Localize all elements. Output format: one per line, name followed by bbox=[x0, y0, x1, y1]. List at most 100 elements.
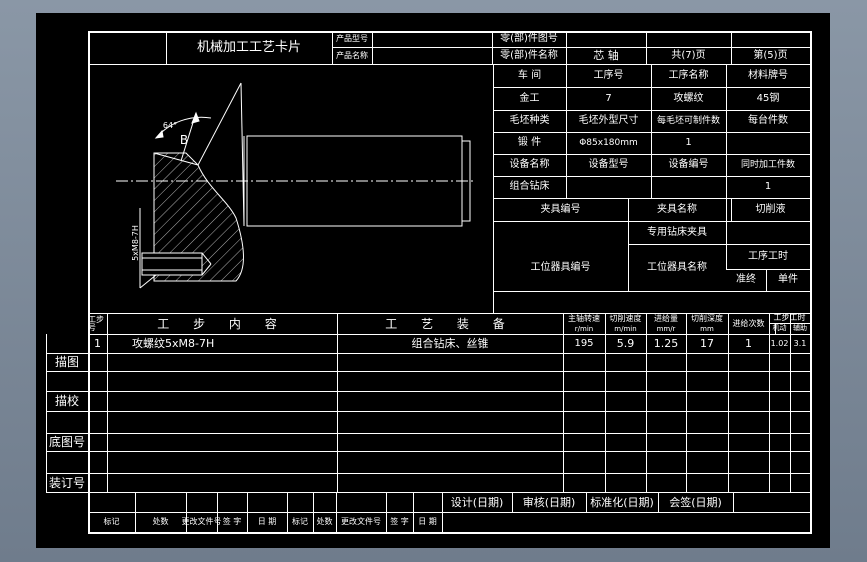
view-label: B bbox=[179, 133, 189, 147]
passes: 1 bbox=[745, 337, 752, 350]
parts-per-blank: 1 bbox=[685, 137, 692, 148]
machine-header: 机动 bbox=[772, 324, 787, 332]
grid-line bbox=[769, 323, 810, 324]
grid-line bbox=[651, 64, 652, 198]
content-header: 工 步 内 容 bbox=[157, 316, 287, 331]
grid-line bbox=[46, 391, 810, 392]
grid-line bbox=[646, 31, 647, 64]
grid-line bbox=[726, 198, 727, 269]
grid-line bbox=[731, 31, 732, 64]
side-label-trace: 描图 bbox=[54, 355, 79, 369]
design-label: 设计(日期) bbox=[450, 495, 504, 509]
grid-line bbox=[628, 244, 810, 245]
grid-line bbox=[493, 198, 810, 199]
footer-mark-label: 标记 bbox=[292, 517, 308, 526]
footer-change-doc-label: 更改文件号 bbox=[341, 517, 381, 526]
depth-unit: mm bbox=[700, 324, 714, 333]
grid-line bbox=[332, 47, 810, 48]
grid-line bbox=[313, 492, 314, 532]
footer-sign-label: 签 字 bbox=[390, 517, 409, 526]
process-time-label: 工序工时 bbox=[748, 250, 788, 262]
grid-line bbox=[658, 492, 659, 512]
grid-line bbox=[731, 198, 732, 221]
workshop: 金工 bbox=[519, 92, 540, 104]
standard-label: 标准化(日期) bbox=[590, 495, 654, 509]
grid-line bbox=[733, 492, 734, 512]
grid-line bbox=[686, 313, 687, 492]
spindle-speed-header: 主轴转速 bbox=[568, 314, 600, 323]
grid-line bbox=[563, 313, 564, 492]
grid-line bbox=[88, 31, 810, 33]
side-label-base-no: 底图号 bbox=[48, 435, 85, 449]
equipment-name: 组合钻床 bbox=[509, 181, 550, 192]
grid-line bbox=[775, 323, 776, 334]
grid-line bbox=[566, 31, 567, 64]
step-equipment: 组合钻床、丝锥 bbox=[411, 337, 489, 350]
blank-size-label: 毛坯外型尺寸 bbox=[578, 115, 639, 126]
depth: 17 bbox=[700, 337, 714, 350]
grid-line bbox=[88, 532, 810, 534]
fixture-name: 专用钻床夹具 bbox=[647, 226, 707, 238]
step-time-header: 工步工时 bbox=[773, 313, 806, 322]
grid-line bbox=[766, 269, 767, 291]
process-no: 7 bbox=[605, 92, 612, 104]
grid-line bbox=[726, 64, 727, 198]
spindle-speed: 195 bbox=[574, 337, 594, 349]
aux-time: 3.1 bbox=[793, 338, 807, 348]
part-drawing bbox=[116, 82, 476, 289]
simultaneous-label: 同时加工件数 bbox=[740, 159, 795, 170]
blank-type: 锻 件 bbox=[517, 137, 542, 148]
prep-label: 准终 bbox=[736, 274, 756, 285]
card-title: 机械加工工艺卡片 bbox=[196, 40, 301, 55]
grid-line bbox=[46, 433, 810, 434]
footer-date-label: 日 期 bbox=[257, 517, 277, 526]
grid-line bbox=[46, 473, 810, 474]
workshop-label: 车 间 bbox=[517, 69, 542, 81]
grid-line bbox=[88, 31, 90, 533]
blank-type-label: 毛坯种类 bbox=[509, 115, 550, 126]
total-pages: 共(7)页 bbox=[671, 49, 706, 61]
material-label: 材料牌号 bbox=[748, 69, 788, 81]
station-tool-no-label: 工位器具编号 bbox=[530, 261, 591, 273]
equipment-model-label: 设备型号 bbox=[588, 159, 629, 170]
side-label-trace-check: 描校 bbox=[54, 394, 79, 408]
machine-time: 1.02 bbox=[770, 338, 789, 348]
grid-line bbox=[46, 411, 810, 412]
feed-header: 进给量 bbox=[654, 314, 678, 323]
grid-line bbox=[605, 313, 606, 492]
grid-line bbox=[135, 492, 136, 532]
equipment-no-label: 设备编号 bbox=[668, 159, 709, 170]
grid-line bbox=[769, 313, 770, 492]
feed: 1.25 bbox=[653, 337, 679, 350]
grid-line bbox=[810, 31, 812, 534]
footer-sign-label: 签 字 bbox=[222, 517, 242, 526]
spindle-speed-unit: r/min bbox=[574, 324, 594, 333]
grid-line bbox=[442, 492, 443, 532]
review-label: 审核(日期) bbox=[522, 495, 576, 509]
grid-line bbox=[493, 64, 494, 313]
grid-line bbox=[217, 492, 218, 532]
grid-line bbox=[88, 334, 810, 335]
aux-header: 辅助 bbox=[793, 324, 807, 332]
grid-line bbox=[46, 451, 810, 452]
process-no-label: 工序号 bbox=[593, 69, 624, 81]
grid-line bbox=[386, 492, 387, 532]
fixture-no-label: 夹具编号 bbox=[540, 203, 581, 215]
product-model-label: 产品型号 bbox=[336, 34, 368, 43]
part-name: 芯 轴 bbox=[593, 49, 619, 62]
cutting-speed-header: 切削速度 bbox=[609, 314, 642, 323]
drawing-sheet: 机械加工工艺卡片产品型号产品名称零(部)件图号零(部)件名称芯 轴共(7)页第(… bbox=[36, 13, 830, 548]
footer-change-doc-label: 更改文件号 bbox=[181, 517, 222, 526]
grid-line bbox=[493, 221, 810, 222]
unit-label: 单件 bbox=[778, 274, 798, 285]
angle-label: 64° bbox=[162, 121, 178, 130]
grid-line bbox=[413, 492, 414, 532]
grid-line bbox=[372, 31, 373, 64]
grid-line bbox=[336, 492, 337, 532]
grid-line bbox=[493, 291, 810, 292]
blank-size: Φ85x180mm bbox=[579, 137, 638, 148]
footer-count-label: 处数 bbox=[316, 517, 333, 526]
grid-line bbox=[512, 492, 513, 512]
countersign-label: 会签(日期) bbox=[669, 495, 722, 509]
equipment-header: 工 艺 装 备 bbox=[385, 316, 515, 331]
